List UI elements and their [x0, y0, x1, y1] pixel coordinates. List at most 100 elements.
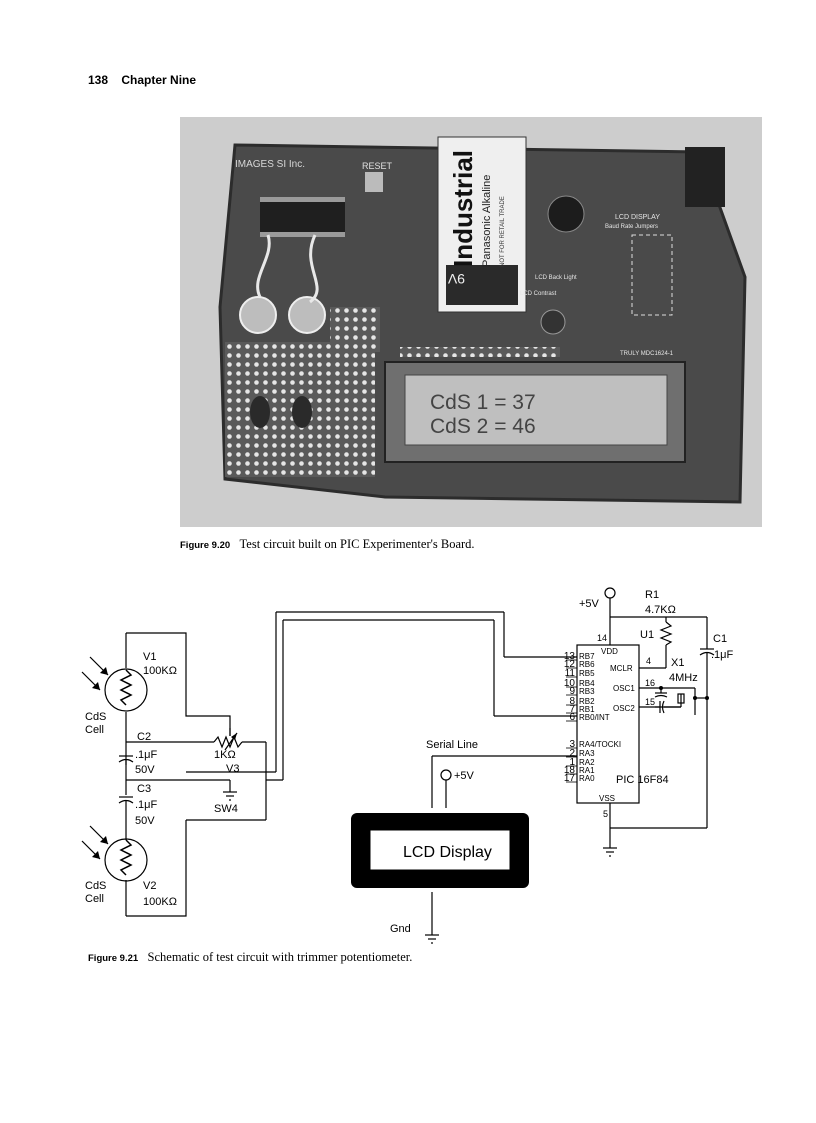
pin-vss: 5: [603, 809, 608, 819]
board-photo-illustration: IMAGES SI Inc. RESET Industrial Panasoni…: [180, 117, 762, 527]
label-chip: PIC 16F84: [616, 774, 669, 786]
label-c3: C3: [137, 783, 151, 795]
lcd-panel-title: LCD DISPLAY: [615, 214, 660, 221]
figure-9-20-caption: Figure 9.20 Test circuit built on PIC Ex…: [180, 537, 475, 552]
label-c1-value: .1μF: [711, 649, 734, 661]
label-v1-value: 100KΩ: [143, 665, 177, 677]
label-r1: R1: [645, 589, 659, 601]
figure-9-20-label: Figure 9.20: [180, 540, 231, 551]
pin-label-rb4: RB4: [579, 679, 595, 688]
running-head: 138 Chapter Nine: [88, 73, 196, 87]
ground-symbols: [223, 791, 617, 944]
pic-chip: [260, 202, 345, 232]
cds-cell-v1: [104, 668, 148, 712]
pin-number-11: 11: [565, 668, 576, 679]
pin-label-rb1: RB1: [579, 705, 595, 714]
label-c1: C1: [713, 633, 727, 645]
vcc-terminal-top: [604, 587, 616, 599]
pin-label-ra2: RA2: [579, 758, 595, 767]
pin-number-18: 18: [564, 765, 576, 776]
battery-brand: Industrial: [448, 150, 478, 267]
lcd-contrast-label: LCD Contrast: [520, 291, 557, 297]
label-v2-value: 100KΩ: [143, 896, 177, 908]
battery-voltage: 9V: [447, 271, 465, 287]
battery-note: NOT FOR RETAIL TRADE: [500, 196, 506, 267]
pin-number-7: 7: [569, 704, 575, 715]
figure-9-20-photo: IMAGES SI Inc. RESET Industrial Panasoni…: [180, 117, 762, 527]
label-cds1-line2: Cell: [85, 724, 104, 736]
lcd-line-2: CdS 2 = 46: [430, 415, 536, 438]
pin-label-rb3: RB3: [579, 687, 595, 696]
label-cds1-line1: CdS: [85, 711, 106, 723]
figure-9-21-schematic: +5V R1 4.7KΩ U1 C1 .1μF X1 4MHz V1 100KΩ…: [0, 575, 816, 950]
page-number: 138: [88, 73, 109, 87]
label-c2-value: .1μF: [135, 749, 158, 761]
pin-number-2: 2: [569, 748, 575, 759]
lcd-line-1: CdS 1 = 37: [430, 391, 536, 414]
cds-cell-2: [288, 296, 326, 334]
label-vdd: VDD: [601, 647, 618, 656]
label-c2: C2: [137, 731, 151, 743]
vcc-terminal-lcd: [440, 769, 452, 781]
label-pot-value: 1KΩ: [214, 749, 236, 761]
pin-number-6: 6: [569, 712, 575, 723]
pin-label-rb2: RB2: [579, 697, 595, 706]
label-gnd: Gnd: [390, 923, 411, 935]
label-osc2: OSC2: [613, 704, 635, 713]
board-brand: IMAGES SI Inc.: [235, 159, 305, 170]
chapter-title: Chapter Nine: [121, 73, 197, 87]
pin-label-rb6: RB6: [579, 660, 595, 669]
lcd-module-label: TRULY MDC1624-1: [620, 351, 674, 357]
pic-chip-outline: [576, 644, 640, 804]
cds-cell-1: [239, 296, 277, 334]
pin-number-10: 10: [564, 678, 576, 689]
battery-subbrand: Panasonic Alkaline: [481, 175, 493, 267]
label-serial-line: Serial Line: [426, 739, 478, 751]
reset-label: RESET: [362, 161, 393, 171]
label-v1: V1: [143, 651, 156, 663]
pin-label-ra0: RA0: [579, 774, 595, 783]
pin-vdd: 14: [597, 633, 607, 643]
figure-9-21-caption: Figure 9.21 Schematic of test circuit wi…: [88, 950, 412, 965]
label-x1-value: 4MHz: [669, 672, 698, 684]
pin-number-3: 3: [569, 739, 575, 750]
pin-label-ra1: RA1: [579, 766, 595, 775]
label-sw4: SW4: [214, 803, 238, 815]
pin-number-13: 13: [564, 651, 576, 662]
power-jack: [685, 147, 725, 207]
pin-label-rb5: RB5: [579, 669, 595, 678]
lcd-screen: [404, 374, 668, 446]
pin-number-1: 1: [569, 757, 575, 768]
pin-mclr: 4: [646, 656, 651, 666]
label-mclr: MCLR: [610, 664, 633, 673]
lcd-display-label: LCD Display: [403, 844, 492, 861]
label-plus5v-top: +5V: [579, 598, 600, 610]
pin-number-8: 8: [569, 696, 575, 707]
label-v2: V2: [143, 880, 156, 892]
label-r1-value: 4.7KΩ: [645, 604, 676, 616]
schematic-arrowheads: [92, 667, 237, 859]
label-osc1: OSC1: [613, 684, 635, 693]
label-c3-voltage: 50V: [135, 815, 155, 827]
label-cds2-line2: Cell: [85, 893, 104, 905]
label-cds2-line1: CdS: [85, 880, 106, 892]
figure-9-20-caption-text: Test circuit built on PIC Experimenter's…: [239, 537, 475, 551]
contrast-trimmer: [540, 309, 566, 335]
lcd-panel-sub: Baud Rate Jumpers: [605, 224, 658, 230]
crystal-x1: [677, 693, 685, 704]
pin-label-rb7: RB7: [579, 652, 595, 661]
label-u1: U1: [640, 629, 654, 641]
label-plus5v-lcd: +5V: [454, 770, 475, 782]
label-v3: V3: [226, 763, 239, 775]
pin-label-ra3: RA3: [579, 749, 595, 758]
label-vss: VSS: [599, 794, 615, 803]
pin-number-17: 17: [564, 773, 576, 784]
figure-9-21-caption-text: Schematic of test circuit with trimmer p…: [147, 950, 413, 964]
figure-9-21-label: Figure 9.21: [88, 953, 139, 964]
label-x1: X1: [671, 657, 684, 669]
pin-label-rb0int: RB0/INT: [579, 713, 610, 722]
pin-number-9: 9: [569, 686, 575, 697]
reset-button: [365, 172, 383, 192]
pin-osc2: 15: [645, 697, 655, 707]
